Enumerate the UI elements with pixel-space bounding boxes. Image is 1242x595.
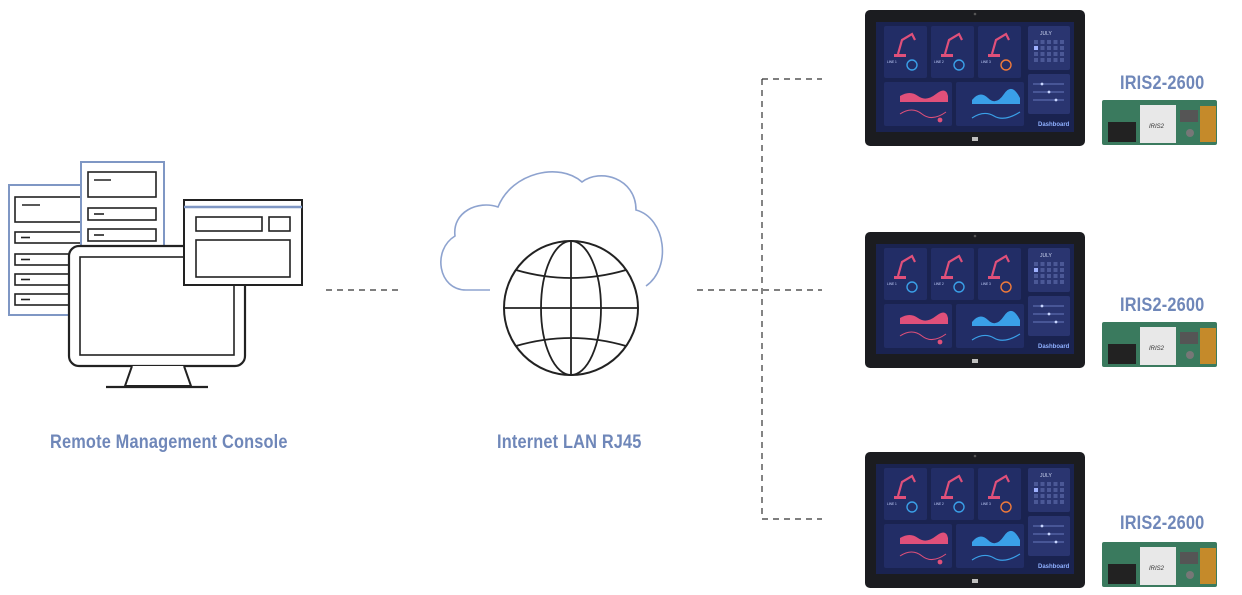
screen-title: Dashboard <box>1038 344 1070 350</box>
line-label: LINE 1 <box>887 60 897 64</box>
screen-title: Dashboard <box>1038 564 1070 570</box>
console-illustration <box>8 161 303 389</box>
tablet-device: LINE 1 LINE 2 LINE 3 JULY Dashboard <box>865 232 1085 368</box>
iris-module-board: IRIS2 <box>1102 542 1217 587</box>
calendar-title: JULY <box>1040 253 1053 259</box>
device-unit: LINE 1 LINE 2 LINE 3 JULY Dashboard IRIS2 <box>865 232 1217 368</box>
device-label: IRIS2-2600 <box>1120 295 1205 316</box>
line-label: LINE 2 <box>934 60 944 64</box>
globe-icon <box>503 240 639 376</box>
module-chip-label: IRIS2 <box>1149 124 1165 130</box>
link-cloud-devices <box>697 78 822 520</box>
calendar-title: JULY <box>1040 31 1053 37</box>
device-label: IRIS2-2600 <box>1120 73 1205 94</box>
line-label: LINE 3 <box>981 502 991 506</box>
device-label: IRIS2-2600 <box>1120 513 1205 534</box>
line-label: LINE 2 <box>934 502 944 506</box>
network-label: Internet LAN RJ45 <box>497 432 642 453</box>
line-label: LINE 1 <box>887 282 897 286</box>
device-unit: LINE 1 LINE 2 LINE 3 JULY Dashboard IRIS2 <box>865 10 1217 146</box>
screen-title: Dashboard <box>1038 122 1070 128</box>
line-label: LINE 2 <box>934 282 944 286</box>
document-middle-icon <box>80 161 165 253</box>
device-unit: LINE 1 LINE 2 LINE 3 JULY Dashboard IRIS2 <box>865 452 1217 588</box>
calendar-title: JULY <box>1040 473 1053 479</box>
line-label: LINE 3 <box>981 60 991 64</box>
cloud-icon <box>440 171 664 291</box>
line-label: LINE 1 <box>887 502 897 506</box>
tablet-device: LINE 1 LINE 2 LINE 3 JULY Dashboard <box>865 452 1085 588</box>
tablet-device: LINE 1 LINE 2 LINE 3 JULY Dashboard <box>865 10 1085 146</box>
module-chip-label: IRIS2 <box>1149 566 1165 572</box>
console-label: Remote Management Console <box>50 432 288 453</box>
line-label: LINE 3 <box>981 282 991 286</box>
window-panel-icon <box>183 199 303 286</box>
module-chip-label: IRIS2 <box>1149 346 1165 352</box>
iris-module-board: IRIS2 <box>1102 100 1217 145</box>
iris-module-board: IRIS2 <box>1102 322 1217 367</box>
